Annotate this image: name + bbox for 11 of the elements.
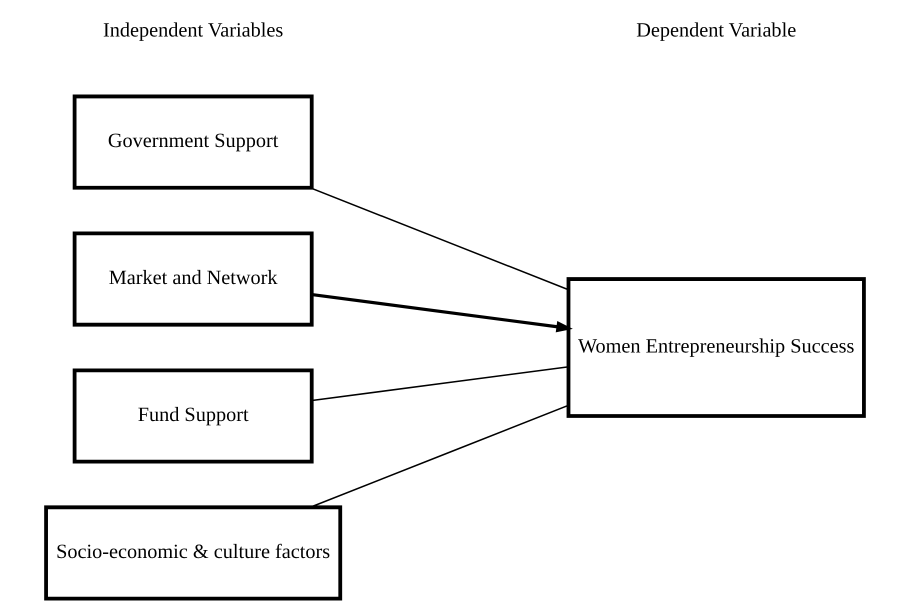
label: Dependent Variable [636,20,796,42]
node-box: Government Support [72,94,314,190]
node-box: Fund Support [72,368,314,464]
connector [312,366,568,402]
node-box: Market and Network [72,232,314,327]
arrow [312,292,573,332]
node-box: Socio-economic & culture factors [44,505,342,600]
connector [310,187,568,290]
node-box: Women Entrepreneurship Success [566,277,866,418]
label: Independent Variables [103,20,284,42]
connector [310,404,568,508]
